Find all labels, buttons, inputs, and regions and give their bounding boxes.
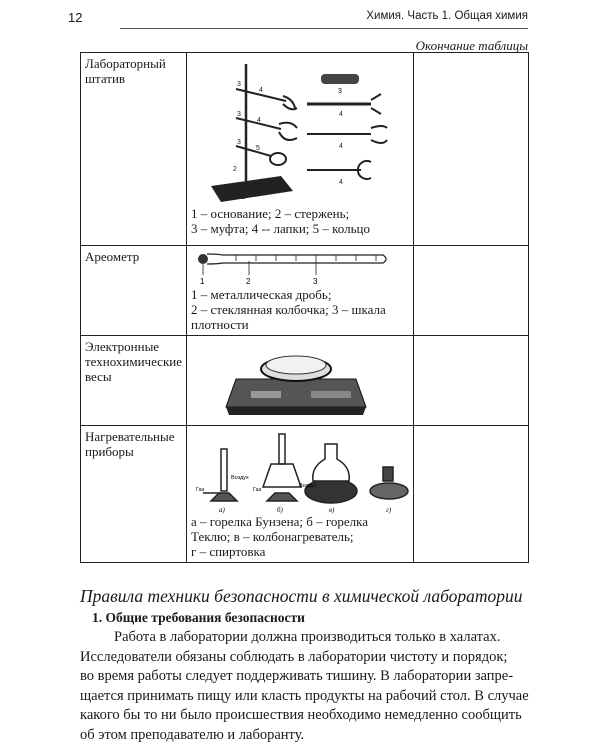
svg-text:Газ: Газ <box>196 487 205 493</box>
svg-text:4: 4 <box>259 87 263 94</box>
svg-text:1: 1 <box>241 194 245 201</box>
empty-cell <box>413 52 529 246</box>
empty-cell <box>413 245 529 336</box>
svg-text:3: 3 <box>313 277 318 286</box>
table-row: Лабораторный штатив 3 4 3 4 3 5 2 <box>80 52 529 246</box>
page-number: 12 <box>68 10 83 25</box>
equipment-name: Нагревательные приборы <box>80 425 187 563</box>
svg-text:а): а) <box>219 506 226 514</box>
heating-devices-caption: а – горелка Бунзена; б – горелка Теклю; … <box>191 514 369 559</box>
svg-text:3: 3 <box>237 139 241 146</box>
svg-text:3: 3 <box>338 88 342 95</box>
svg-text:3: 3 <box>237 111 241 118</box>
table-row: Ареометр 1 2 3 1 – металлическая дробь; … <box>80 245 529 336</box>
svg-text:Воздух: Воздух <box>299 483 317 489</box>
svg-text:в): в) <box>329 506 335 514</box>
table-row: Нагревательные приборы Газ Возд <box>80 425 529 563</box>
body-paragraph: Работа в лаборатории должна производитьс… <box>80 629 529 743</box>
empty-cell <box>413 425 529 563</box>
svg-text:4: 4 <box>339 143 343 150</box>
section-subtitle: 1. Общие требования безопасности <box>92 610 305 625</box>
stand-caption: 1 – основание; 2 – стержень; 3 – муфта; … <box>191 206 370 236</box>
svg-text:4: 4 <box>339 111 343 118</box>
svg-text:5: 5 <box>256 145 260 152</box>
equipment-name: Лабораторный штатив <box>80 52 187 246</box>
svg-text:г): г) <box>386 506 392 514</box>
header-rule <box>120 28 528 29</box>
label-3: 3 <box>237 81 241 88</box>
hydrometer-illustration: 1 2 3 <box>198 253 387 286</box>
electronic-scale-illustration <box>225 355 367 415</box>
svg-text:Воздух: Воздух <box>231 475 249 481</box>
svg-text:1: 1 <box>200 277 205 286</box>
table-row: Электронные технохимические весы <box>80 335 529 426</box>
heating-devices-illustration: Газ Воздух Газ Воздух а) б) в) г) <box>196 433 409 514</box>
svg-text:2: 2 <box>233 166 237 173</box>
table-continuation-label: Окончание таблицы <box>415 38 528 53</box>
equipment-name: Ареометр <box>80 245 187 336</box>
svg-text:б): б) <box>277 506 284 514</box>
hydrometer-caption: 1 – металлическая дробь; 2 – стеклянная … <box>191 287 386 332</box>
svg-text:4: 4 <box>257 117 261 124</box>
svg-text:Газ: Газ <box>253 487 262 493</box>
lab-stand-illustration: 3 4 3 4 3 5 2 1 3 4 4 <box>211 64 388 202</box>
running-title: Химия. Часть 1. Общая химия <box>366 10 528 22</box>
equipment-name: Электронные технохимические весы <box>80 335 187 426</box>
svg-text:2: 2 <box>246 277 251 286</box>
equipment-table: Лабораторный штатив 3 4 3 4 3 5 2 <box>80 52 529 563</box>
empty-cell <box>413 335 529 426</box>
svg-text:4: 4 <box>339 179 343 186</box>
section-title: Правила техники безопасности в химическо… <box>80 586 523 606</box>
